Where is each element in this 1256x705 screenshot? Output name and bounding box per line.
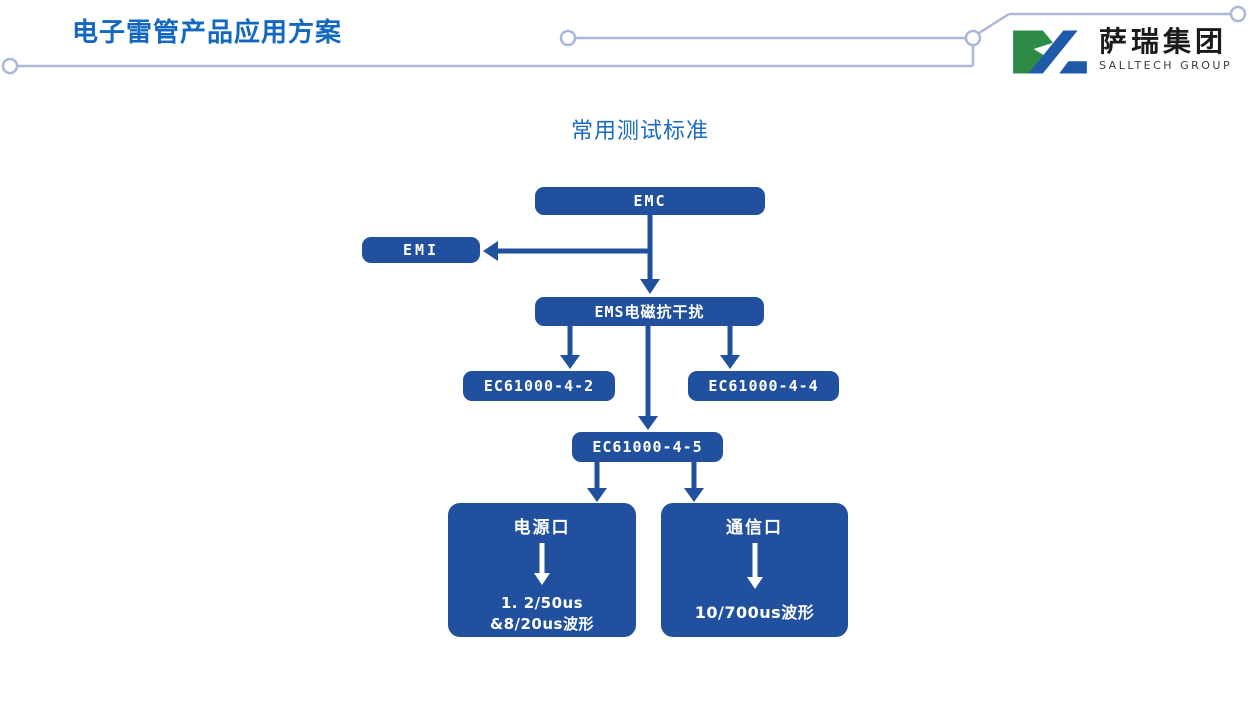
power-port-title: 电源口 bbox=[513, 518, 571, 538]
company-name: 萨瑞集团 bbox=[1099, 25, 1228, 58]
connector-ec5-power bbox=[587, 462, 607, 502]
company-logo-icon bbox=[1013, 30, 1087, 74]
node-comm-port: 通信口 10/700us波形 bbox=[661, 503, 848, 637]
comm-port-title: 通信口 bbox=[726, 518, 783, 538]
connector-ems-ec5 bbox=[638, 326, 658, 430]
node-ec61000-4-5: EC61000-4-5 bbox=[572, 432, 723, 462]
connector-emc-ems bbox=[640, 215, 660, 294]
power-port-waveform: 1. 2/50us &8/20us波形 bbox=[490, 593, 594, 635]
comm-port-waveform-line1: 10/700us波形 bbox=[694, 603, 815, 622]
connector-ems-ec4 bbox=[720, 326, 740, 369]
down-arrow-icon bbox=[534, 543, 550, 585]
company-logo-text: 萨瑞集团 SALLTECH GROUP bbox=[1099, 25, 1232, 72]
company-logo: 萨瑞集团 SALLTECH GROUP bbox=[1010, 25, 1232, 77]
node-ec61000-4-4: EC61000-4-4 bbox=[688, 371, 839, 401]
diagram-title: 常用测试标准 bbox=[570, 119, 709, 144]
company-subtitle: SALLTECH GROUP bbox=[1099, 59, 1233, 72]
node-power-port: 电源口 1. 2/50us &8/20us波形 bbox=[448, 503, 636, 637]
connector-emc-emi bbox=[483, 241, 650, 261]
down-arrow-icon bbox=[746, 543, 763, 589]
node-emi: EMI bbox=[362, 237, 480, 263]
page-title: 电子雷管产品应用方案 bbox=[72, 18, 343, 48]
connector-ems-ec2 bbox=[560, 326, 580, 369]
power-port-waveform-line1: 1. 2/50us bbox=[500, 594, 584, 612]
node-emc: EMC bbox=[535, 187, 765, 215]
comm-port-waveform: 10/700us波形 bbox=[695, 602, 814, 623]
node-ems: EMS电磁抗干扰 bbox=[535, 297, 764, 326]
connector-ec5-comm bbox=[684, 462, 704, 502]
power-port-waveform-line2: &8/20us波形 bbox=[490, 615, 594, 633]
node-ec61000-4-2: EC61000-4-2 bbox=[463, 371, 615, 401]
